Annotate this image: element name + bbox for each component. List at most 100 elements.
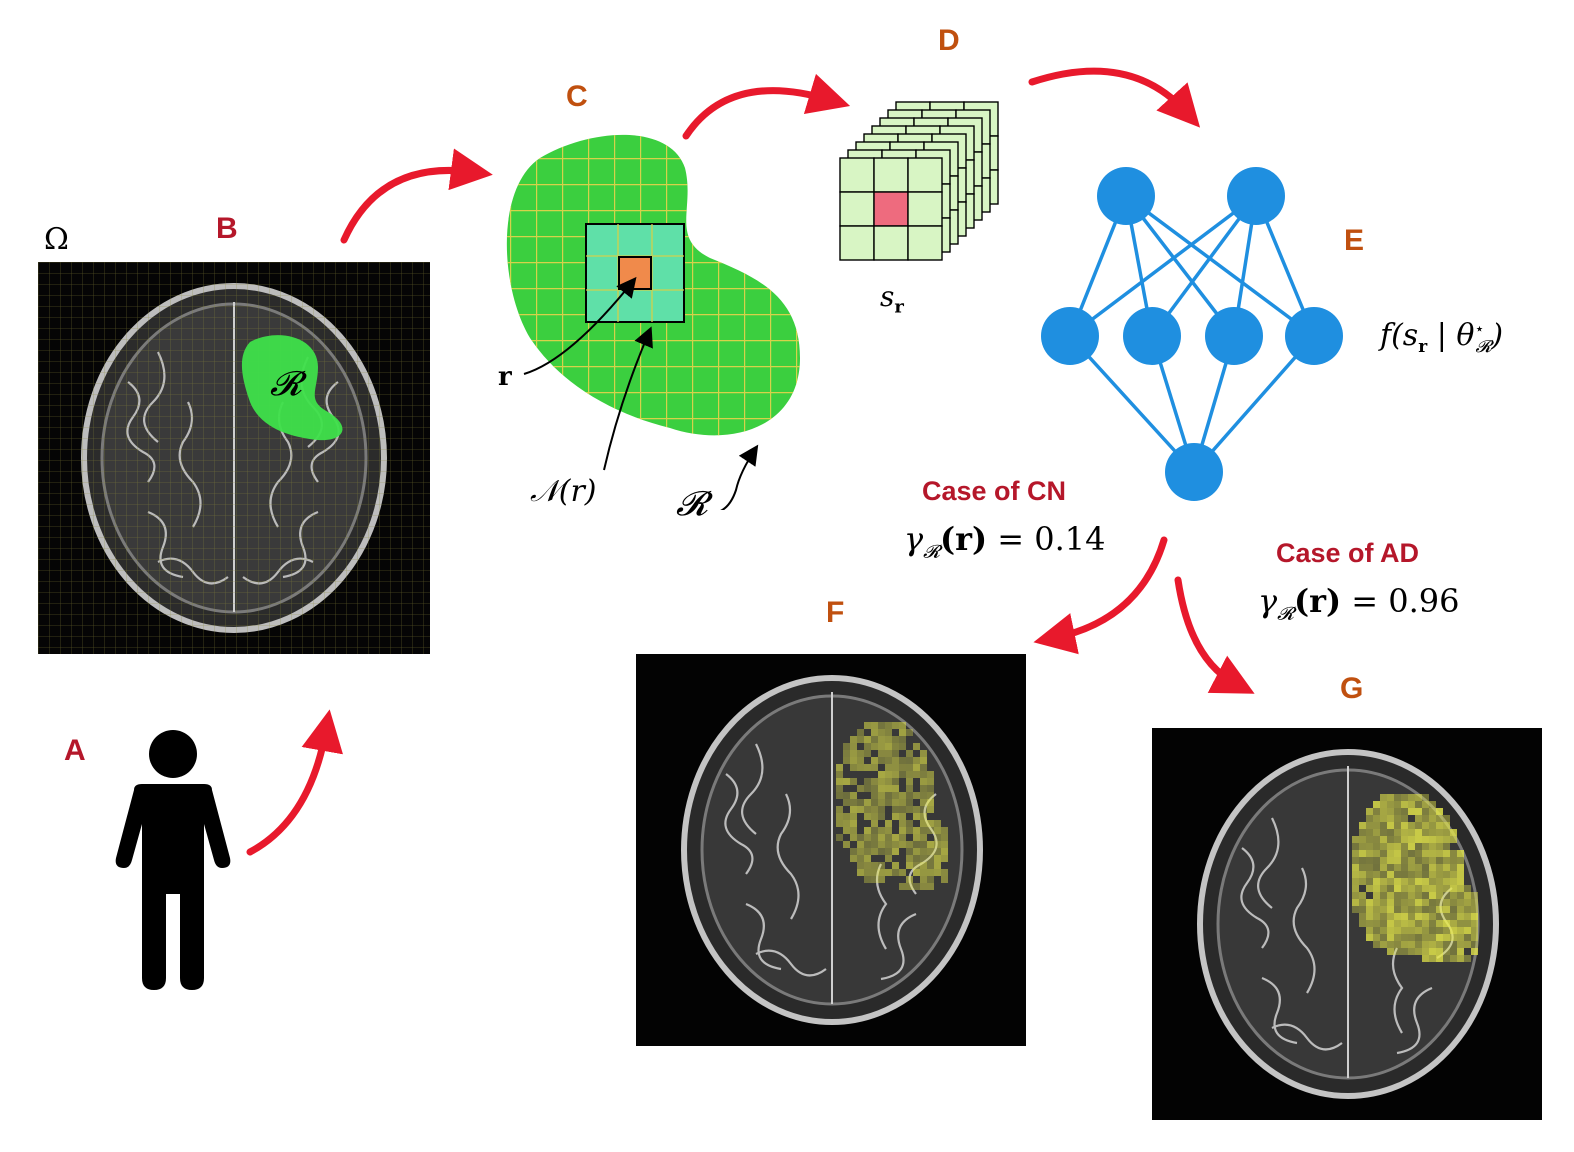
- heatmap-cell: [1394, 885, 1401, 892]
- heatmap-cell: [1387, 899, 1394, 906]
- panel-label-c: C: [566, 80, 588, 113]
- heatmap-cell: [1366, 899, 1373, 906]
- heatmap-cell: [871, 876, 878, 883]
- heatmap-cell: [920, 848, 927, 855]
- heatmap-cell: [1457, 850, 1464, 857]
- gamma-cn-symbol: γ: [904, 520, 924, 558]
- heatmap-cell: [899, 729, 906, 736]
- heatmap-cell: [1366, 829, 1373, 836]
- heatmap-cell: [1429, 864, 1436, 871]
- neighborhood-label: 𝒩(r): [530, 474, 597, 509]
- heatmap-cell: [1380, 885, 1387, 892]
- heatmap-cell: [1401, 878, 1408, 885]
- mri-brain-f: [636, 654, 1026, 1046]
- heatmap-cell: [934, 855, 941, 862]
- panel-label-e: E: [1344, 224, 1365, 257]
- heatmap-cell: [1422, 871, 1429, 878]
- heatmap-cell: [1401, 808, 1408, 815]
- heatmap-cell: [885, 827, 892, 834]
- heatmap-cell: [1457, 941, 1464, 948]
- gamma-cn-sub: 𝓡: [923, 541, 940, 563]
- heatmap-cell: [927, 820, 934, 827]
- heatmap-cell: [899, 806, 906, 813]
- panel-label-f: F: [826, 596, 845, 629]
- heatmap-cell: [1380, 815, 1387, 822]
- heatmap-cell: [1401, 864, 1408, 871]
- heatmap-cell: [843, 799, 850, 806]
- heatmap-cell: [927, 806, 934, 813]
- heatmap-cell: [864, 722, 871, 729]
- panel-label-b: B: [216, 212, 238, 245]
- heatmap-cell: [1429, 878, 1436, 885]
- heatmap-cell: [892, 764, 899, 771]
- heatmap-cell: [941, 855, 948, 862]
- heatmap-cell: [878, 792, 885, 799]
- heatmap-cell: [885, 750, 892, 757]
- heatmap-cell: [1443, 864, 1450, 871]
- heatmap-cell: [1415, 864, 1422, 871]
- heatmap-cell: [1436, 850, 1443, 857]
- heatmap-cell: [1380, 864, 1387, 871]
- heatmap-cell: [1387, 878, 1394, 885]
- heatmap-cell: [920, 876, 927, 883]
- heatmap-cell: [1352, 899, 1359, 906]
- heatmap-cell: [1387, 829, 1394, 836]
- sample-cube: [839, 101, 999, 261]
- heatmap-cell: [1408, 843, 1415, 850]
- heatmap-cell: [1429, 808, 1436, 815]
- gamma-ad-arg: (r): [1293, 582, 1342, 620]
- heatmap-cell: [1436, 920, 1443, 927]
- heatmap-cell: [1464, 913, 1471, 920]
- heatmap-cell: [843, 757, 850, 764]
- heatmap-cell: [941, 876, 948, 883]
- heatmap-cell: [871, 778, 878, 785]
- heatmap-cell: [1366, 850, 1373, 857]
- heatmap-cell: [1429, 857, 1436, 864]
- heatmap-cell: [1373, 920, 1380, 927]
- heatmap-cell: [1352, 864, 1359, 871]
- heatmap-cell: [892, 841, 899, 848]
- heatmap-cell: [920, 862, 927, 869]
- heatmap-cell: [1394, 934, 1401, 941]
- heatmap-cell: [1394, 850, 1401, 857]
- heatmap-cell: [1415, 878, 1422, 885]
- arrow-a-to-b: [246, 709, 343, 856]
- heatmap-cell: [1359, 920, 1366, 927]
- heatmap-cell: [1450, 899, 1457, 906]
- heatmap-cell: [1464, 920, 1471, 927]
- heatmap-cell: [913, 764, 920, 771]
- cube-cell: [839, 191, 875, 227]
- heatmap-cell: [836, 778, 843, 785]
- heatmap-cell: [906, 820, 913, 827]
- heatmap-cell: [1450, 836, 1457, 843]
- cube-cell: [873, 157, 909, 193]
- heatmap-cell: [1352, 836, 1359, 843]
- heatmap-cell: [864, 848, 871, 855]
- heatmap-cell: [913, 848, 920, 855]
- heatmap-cell: [1408, 878, 1415, 885]
- heatmap-cell: [892, 785, 899, 792]
- heatmap-cell: [1380, 920, 1387, 927]
- heatmap-cell: [836, 806, 843, 813]
- nn-output-node: [1165, 443, 1223, 501]
- heatmap-cell: [1450, 955, 1457, 962]
- heatmap-cell: [1443, 955, 1450, 962]
- heatmap-cell: [1464, 934, 1471, 941]
- heatmap-cell: [1429, 850, 1436, 857]
- heatmap-cell: [899, 771, 906, 778]
- heatmap-cell: [913, 771, 920, 778]
- heatmap-cell: [1429, 829, 1436, 836]
- heatmap-cell: [1366, 934, 1373, 941]
- heatmap-cell: [871, 841, 878, 848]
- heatmap-cell: [857, 736, 864, 743]
- model-theta-sup: ⋆: [1474, 319, 1485, 338]
- heatmap-cell: [864, 785, 871, 792]
- heatmap-cell: [878, 827, 885, 834]
- heatmap-cell: [885, 764, 892, 771]
- heatmap-cell: [1380, 808, 1387, 815]
- heatmap-cell: [1443, 906, 1450, 913]
- heatmap-cell: [1415, 815, 1422, 822]
- heatmap-cell: [1457, 892, 1464, 899]
- mri-grid-image: [38, 262, 430, 654]
